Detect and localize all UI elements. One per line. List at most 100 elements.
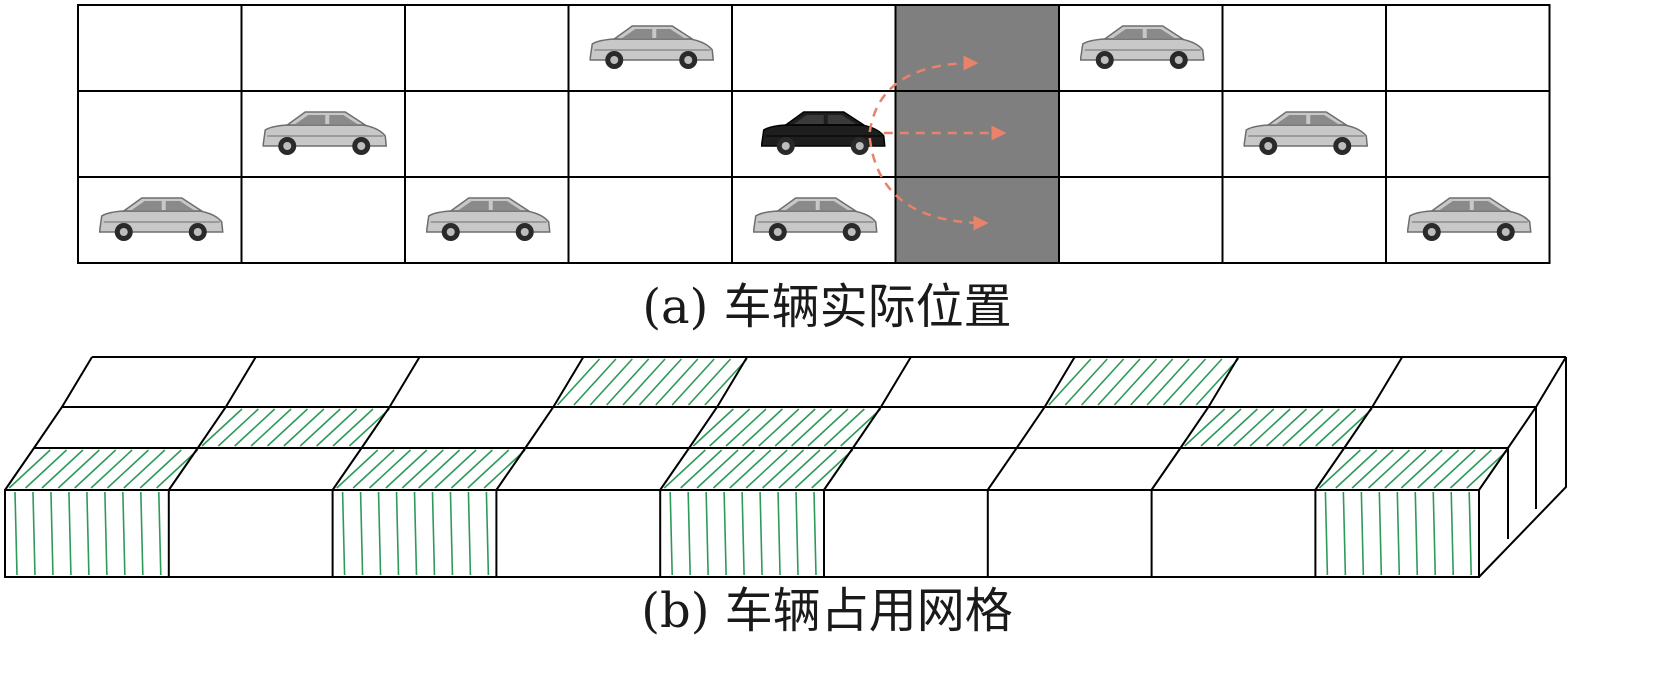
occupancy-hatch [1331, 408, 1373, 447]
occupancy-hatch [234, 408, 276, 447]
occupancy-hatch-front [50, 491, 54, 576]
occupancy-hatch-front [431, 491, 436, 576]
occupancy-hatch [638, 358, 683, 406]
car-window [1439, 201, 1470, 210]
car-hub [1100, 56, 1109, 64]
occupancy-hatch-front [687, 491, 691, 576]
occupancy-hatch [332, 408, 374, 447]
occupancy-hatch [840, 408, 882, 447]
occupancy-hatch [1298, 408, 1340, 447]
occupancy-hatch [450, 449, 493, 489]
occupancy-hatch [283, 408, 325, 447]
car-hub [855, 142, 864, 150]
car-window [295, 115, 326, 124]
right-side-face [1478, 357, 1567, 578]
occupancy-hatch [1162, 358, 1207, 406]
occupancy-hatch [745, 449, 788, 489]
occupancy-hatch [368, 449, 412, 489]
occupancy-hatch-front [341, 491, 346, 576]
occupancy-hatch [1097, 358, 1141, 406]
car-window [827, 115, 856, 124]
car-hub [119, 228, 128, 236]
occupancy-hatch-front [359, 491, 364, 576]
receding-line [1150, 356, 1240, 491]
occupancy-hatch [316, 408, 358, 447]
occupancy-hatch [1233, 408, 1275, 447]
receding-line [823, 356, 912, 491]
occupancy-hatch-front [14, 491, 18, 576]
occupancy-hatch [1368, 449, 1411, 489]
grid-cell [1385, 176, 1551, 264]
grid-cell [567, 176, 733, 264]
car-hub [1264, 142, 1273, 150]
occupancy-hatch [709, 408, 751, 447]
occupancy-hatch [811, 449, 854, 489]
grid-cell [240, 176, 406, 264]
occupancy-hatch [556, 358, 601, 406]
occupancy-hatch-front [1450, 491, 1455, 576]
grid-cell [77, 4, 243, 92]
occupancy-hatch [704, 358, 748, 406]
receding-line [495, 356, 585, 491]
occupancy-hatch [696, 449, 739, 489]
car-window [165, 201, 194, 210]
occupancy-hatch [1282, 408, 1324, 447]
occupancy-hatch-front [1378, 491, 1383, 576]
car-window [1310, 115, 1339, 124]
car-hub [847, 228, 856, 236]
car-hub [684, 56, 693, 64]
grid-cell [240, 4, 406, 92]
occupancy-hatch [1384, 449, 1427, 489]
occupancy-hatch [687, 358, 732, 406]
occupancy-hatch-front [669, 491, 673, 576]
car [753, 197, 878, 241]
occupancy-hatch [1433, 449, 1476, 489]
occupancy-hatch [1146, 358, 1190, 406]
grid-cell [404, 4, 570, 92]
occupancy-hatch [1195, 358, 1239, 406]
occupancy-hatch [348, 408, 390, 447]
occupancy-hatch [729, 449, 772, 489]
car-window [329, 115, 358, 124]
occupancy-hatch-front [485, 491, 490, 576]
occupancy-hatch [156, 449, 199, 489]
occupancy-hatch-front [104, 491, 108, 576]
car [99, 197, 224, 241]
caption-occupancy-grid: (b) 车辆占用网格 [641, 583, 1013, 639]
occupancy-hatch-front [158, 491, 162, 576]
occupancy-hatch [41, 449, 84, 489]
occupancy-hatch [794, 449, 837, 489]
occupancy-hatch [1315, 408, 1357, 447]
occupancy-hatch-front [68, 491, 72, 576]
grid-cell [1221, 4, 1387, 92]
occupancy-hatch [823, 408, 865, 447]
occupancy-hatch [123, 449, 166, 489]
occupancy-hatch-front [413, 491, 418, 576]
car-window [1146, 29, 1175, 38]
occupancy-hatch [8, 449, 51, 489]
occupancy-hatch [1130, 358, 1174, 406]
occupancy-hatch [266, 408, 309, 447]
car-window [1276, 115, 1307, 124]
grid-cell [77, 90, 243, 178]
occupancy-hatch [1265, 408, 1308, 447]
occupancy-hatch-front [723, 491, 727, 576]
occupancy-hatch [217, 408, 259, 447]
occupancy-hatch [1249, 408, 1291, 447]
occupancy-hatch [1179, 358, 1223, 406]
car-hub [283, 142, 292, 150]
occupancy-hatch [671, 358, 715, 406]
occupancy-hatch-front [122, 491, 126, 576]
car [589, 25, 715, 69]
occupancy-hatch-front [467, 491, 472, 576]
occupancy-hatch [467, 449, 510, 489]
occupancy-hatch-front [741, 491, 745, 576]
receding-line [1478, 356, 1567, 491]
car-window [622, 29, 653, 38]
occupancy-hatch [385, 449, 428, 489]
grid-cell [404, 90, 570, 178]
occupancy-hatch [1351, 449, 1394, 489]
grid-cell [1058, 90, 1224, 178]
occupancy-hatch [25, 449, 68, 489]
car [1080, 25, 1205, 69]
